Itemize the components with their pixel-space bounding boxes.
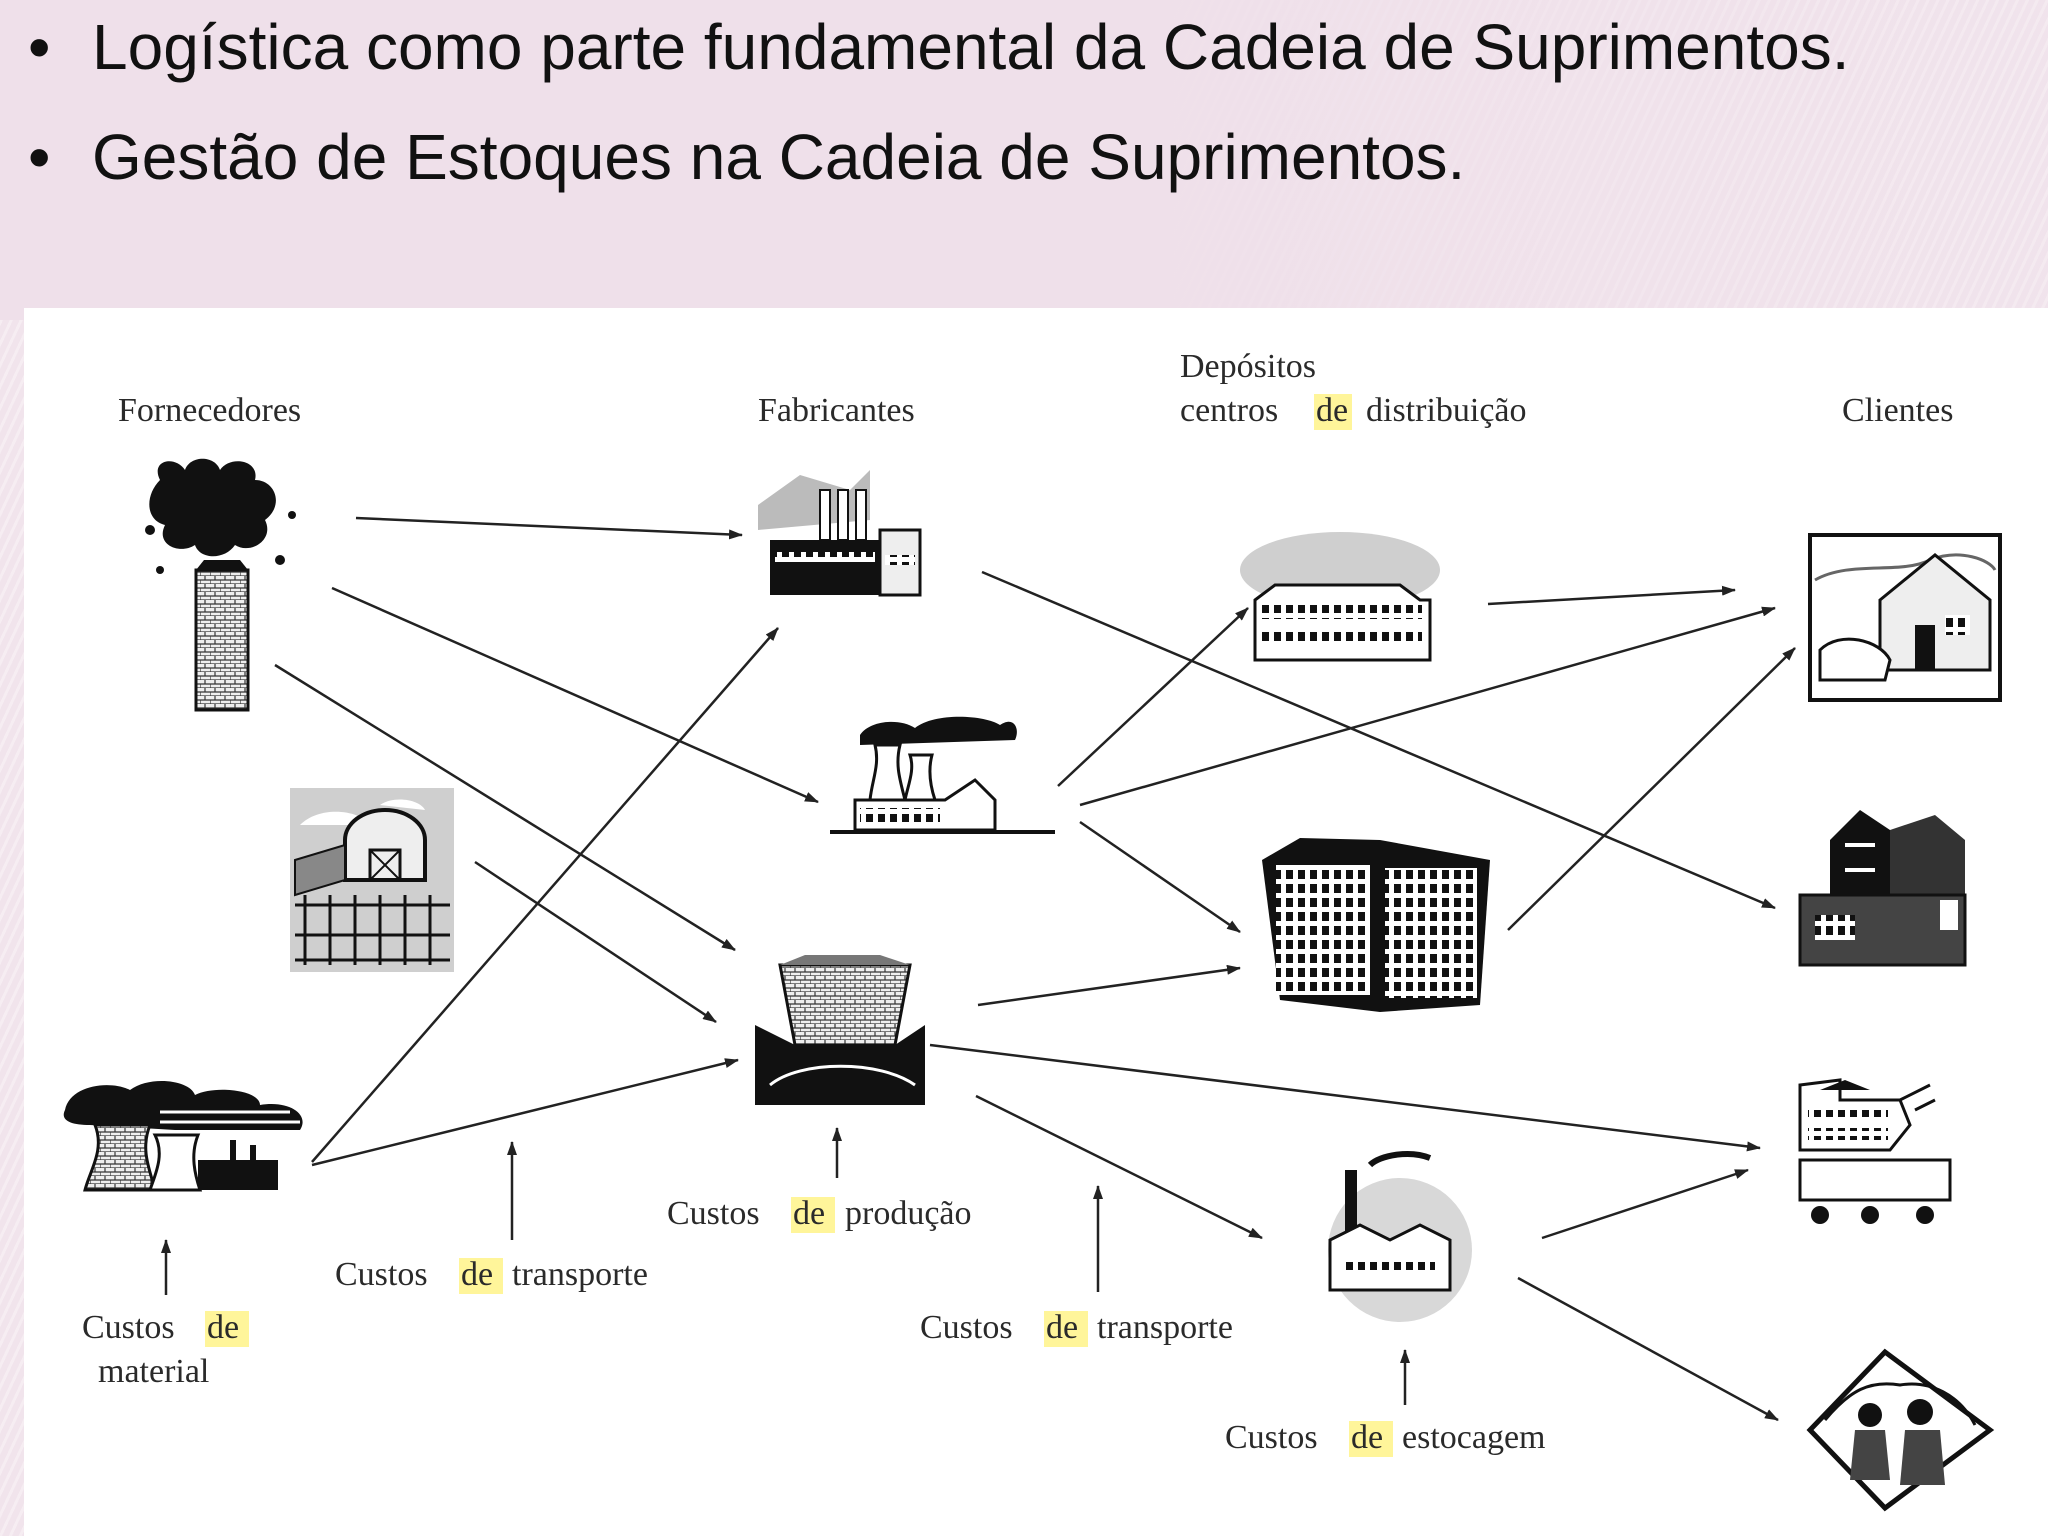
arrow — [978, 968, 1240, 1005]
farm-icon — [290, 788, 454, 972]
factory-icon — [758, 470, 920, 595]
cost-word: Custos — [920, 1309, 1013, 1346]
arrow — [930, 1045, 1760, 1148]
header-suppliers: Fornecedores — [118, 392, 301, 429]
cost-word: de — [793, 1195, 825, 1232]
arrow — [312, 1060, 738, 1165]
cost-word: produção — [845, 1195, 972, 1232]
arrow — [475, 862, 716, 1022]
arrow — [356, 518, 742, 535]
cost-word: de — [1046, 1309, 1078, 1346]
header-warehouses-word3: distribuição — [1366, 392, 1527, 429]
cost-word: Custos — [1225, 1419, 1318, 1456]
header-warehouses-line1: Depósitos — [1180, 348, 1316, 385]
arrow — [1508, 648, 1795, 930]
oil-well-icon — [145, 459, 296, 710]
cost-word: material — [98, 1353, 209, 1390]
cost-word: de — [207, 1309, 239, 1346]
cost-word: estocagem — [1402, 1419, 1546, 1456]
arrow — [1542, 1170, 1748, 1238]
office-building-icon — [1262, 838, 1490, 1012]
hospital-icon — [1800, 1080, 1950, 1224]
distribution-center-icon — [1328, 1154, 1472, 1322]
arrow — [1058, 608, 1248, 786]
arrow — [332, 588, 818, 802]
cost-word: de — [1351, 1419, 1383, 1456]
arrow — [1488, 590, 1735, 604]
cost-word: de — [461, 1256, 493, 1293]
arrow — [1518, 1278, 1778, 1420]
commercial-building-icon — [1800, 810, 1965, 965]
construction-site-icon — [755, 955, 925, 1105]
cost-word: transporte — [512, 1256, 648, 1293]
industrial-plant-icon — [830, 717, 1055, 832]
warehouse-icon — [1240, 532, 1440, 660]
header-warehouses-line2: centros de distribuição — [1180, 392, 1527, 430]
cost-material-label: Custos de material — [82, 1309, 249, 1390]
cost-storage-label: Custos de estocagem — [1225, 1419, 1546, 1457]
family-icon — [1810, 1352, 1990, 1508]
arrow — [1080, 822, 1240, 932]
cost-transport-1-label: Custos de transporte — [335, 1256, 648, 1294]
cost-word: transporte — [1097, 1309, 1233, 1346]
cost-word: Custos — [667, 1195, 760, 1232]
cost-production-label: Custos de produção — [667, 1195, 972, 1233]
house-icon — [1810, 535, 2000, 700]
power-plant-icon — [64, 1081, 303, 1190]
header-warehouses-word1: centros — [1180, 392, 1278, 429]
header-manufacturers: Fabricantes — [758, 392, 915, 429]
cost-word: Custos — [82, 1309, 175, 1346]
cost-transport-2-label: Custos de transporte — [920, 1309, 1233, 1347]
arrow — [976, 1096, 1262, 1238]
cost-word: Custos — [335, 1256, 428, 1293]
header-warehouses-word2: de — [1316, 392, 1348, 429]
header-customers: Clientes — [1842, 392, 1953, 429]
